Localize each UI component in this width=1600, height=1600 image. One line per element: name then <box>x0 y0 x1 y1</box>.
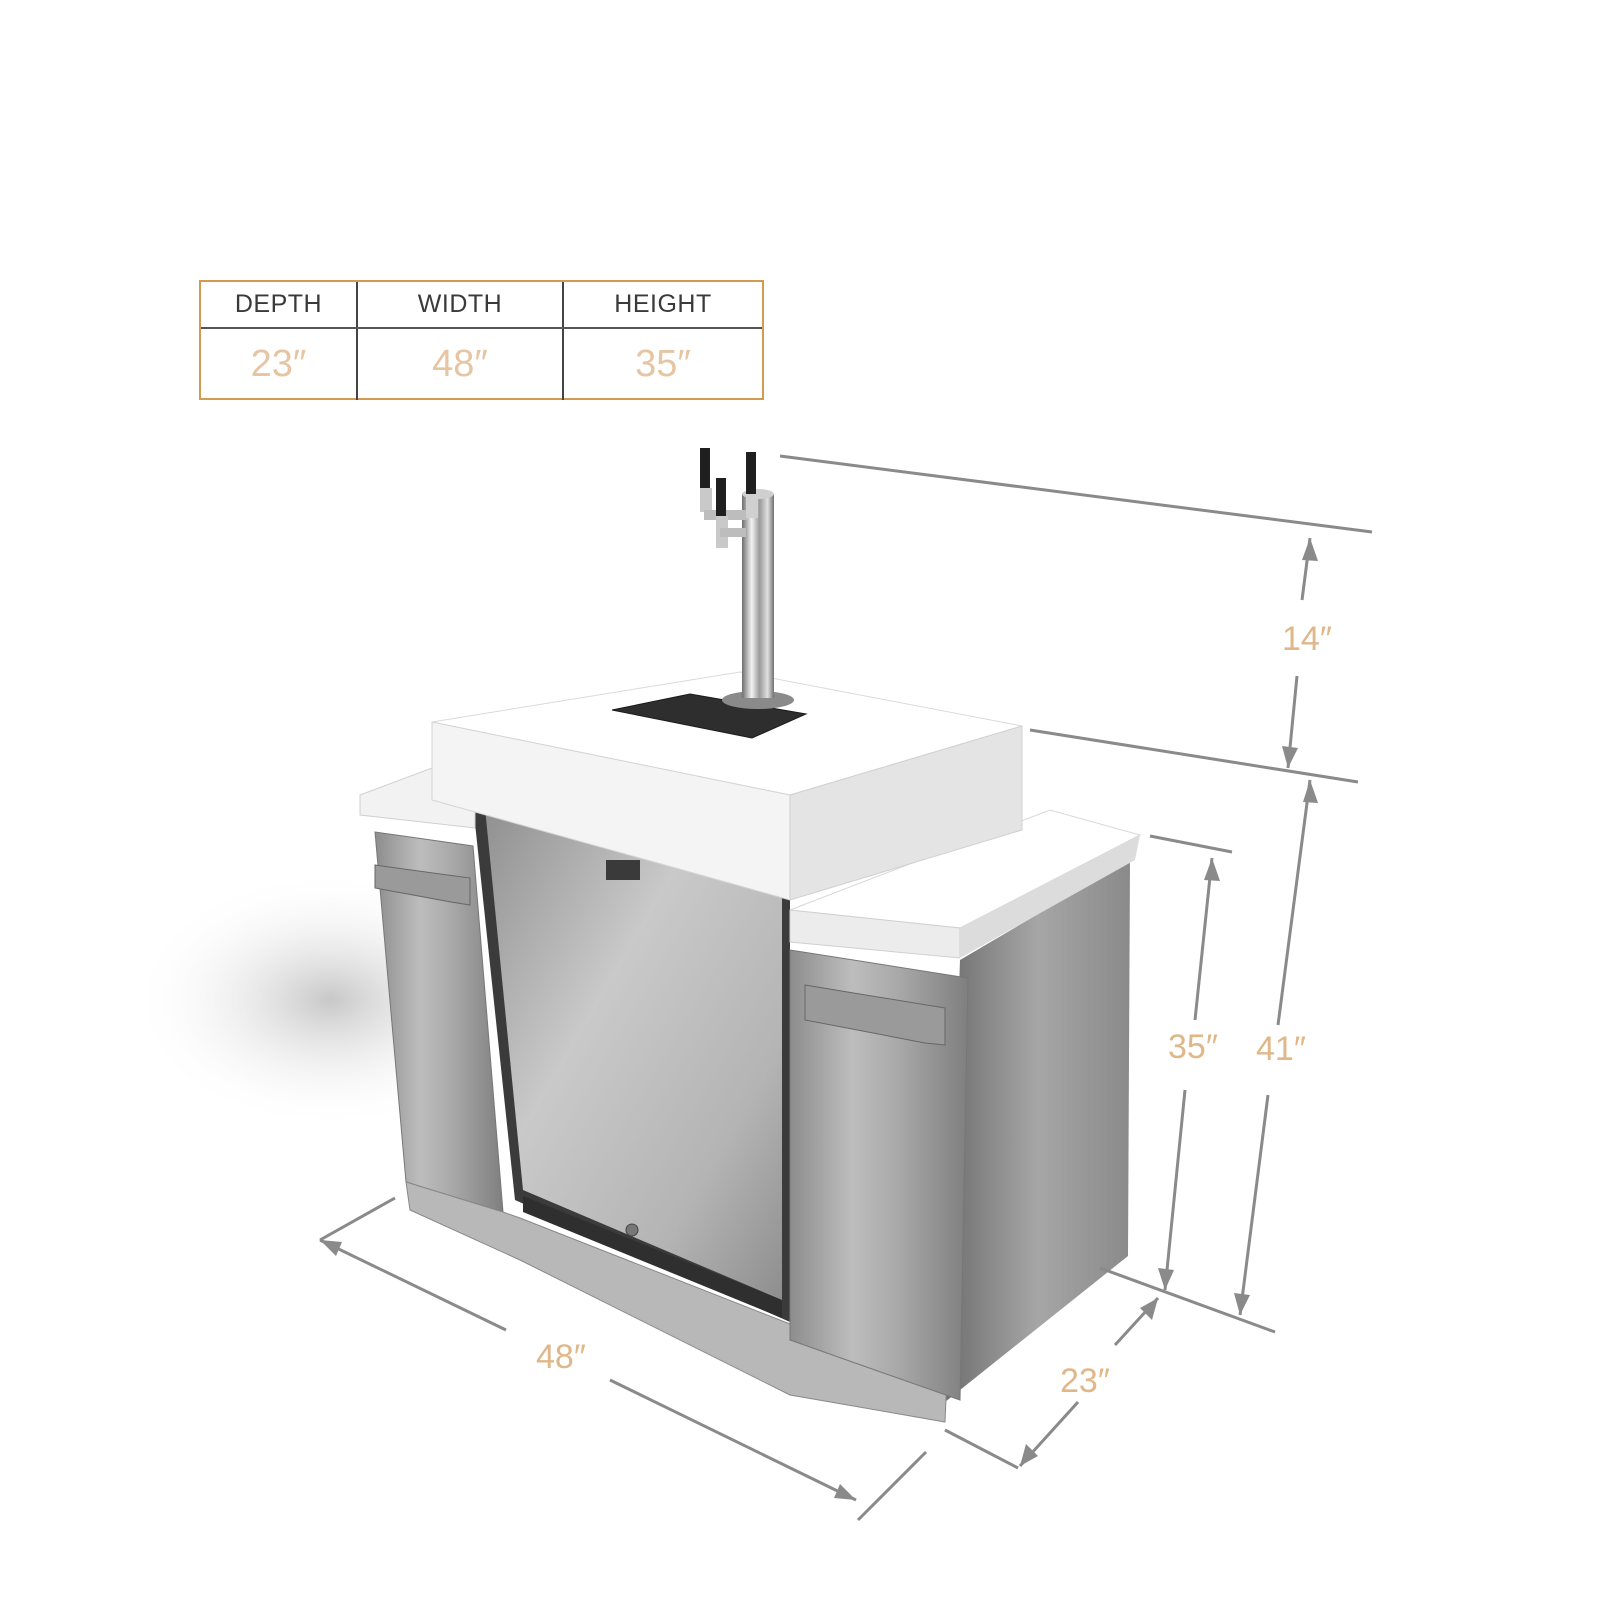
dimension-total-height: 41″ <box>1256 1030 1306 1068</box>
right-door-handle <box>804 984 946 1046</box>
kegerator-fridge-door <box>483 788 782 1300</box>
spec-value-row: 23″ 48″ 35″ <box>201 329 762 400</box>
dimension-depth: 23″ <box>1060 1362 1110 1400</box>
value-depth: 23″ <box>250 343 307 385</box>
brand-badge <box>606 860 640 880</box>
right-cabinet-door <box>789 949 969 1401</box>
beer-tower <box>742 494 774 698</box>
spec-header-row: DEPTH WIDTH HEIGHT <box>201 282 762 329</box>
spec-table: DEPTH WIDTH HEIGHT 23″ 48″ 35″ <box>199 280 764 400</box>
tap-middle-icon <box>716 478 746 548</box>
header-height: HEIGHT <box>562 282 762 327</box>
value-height: 35″ <box>562 329 762 400</box>
raised-bar-side <box>789 725 1023 901</box>
tower-base <box>722 691 794 709</box>
right-countertop-side <box>960 835 1140 958</box>
drip-tray <box>611 693 808 739</box>
header-depth: DEPTH <box>234 290 323 318</box>
dimension-counter-height: 35″ <box>1168 1028 1218 1066</box>
dimension-arrowheads <box>320 538 1318 1500</box>
value-width: 48″ <box>356 329 562 400</box>
fridge-vent <box>523 1196 782 1318</box>
dimension-width: 48″ <box>536 1338 586 1376</box>
dimension-tower-height: 14″ <box>1282 620 1332 658</box>
left-door-handle <box>374 864 471 906</box>
header-width: WIDTH <box>356 282 562 327</box>
door-lock-icon <box>625 1223 639 1237</box>
cabinet-side-panel <box>945 860 1130 1402</box>
tap-right-icon <box>746 452 758 518</box>
dimension-lines <box>319 454 1373 1522</box>
